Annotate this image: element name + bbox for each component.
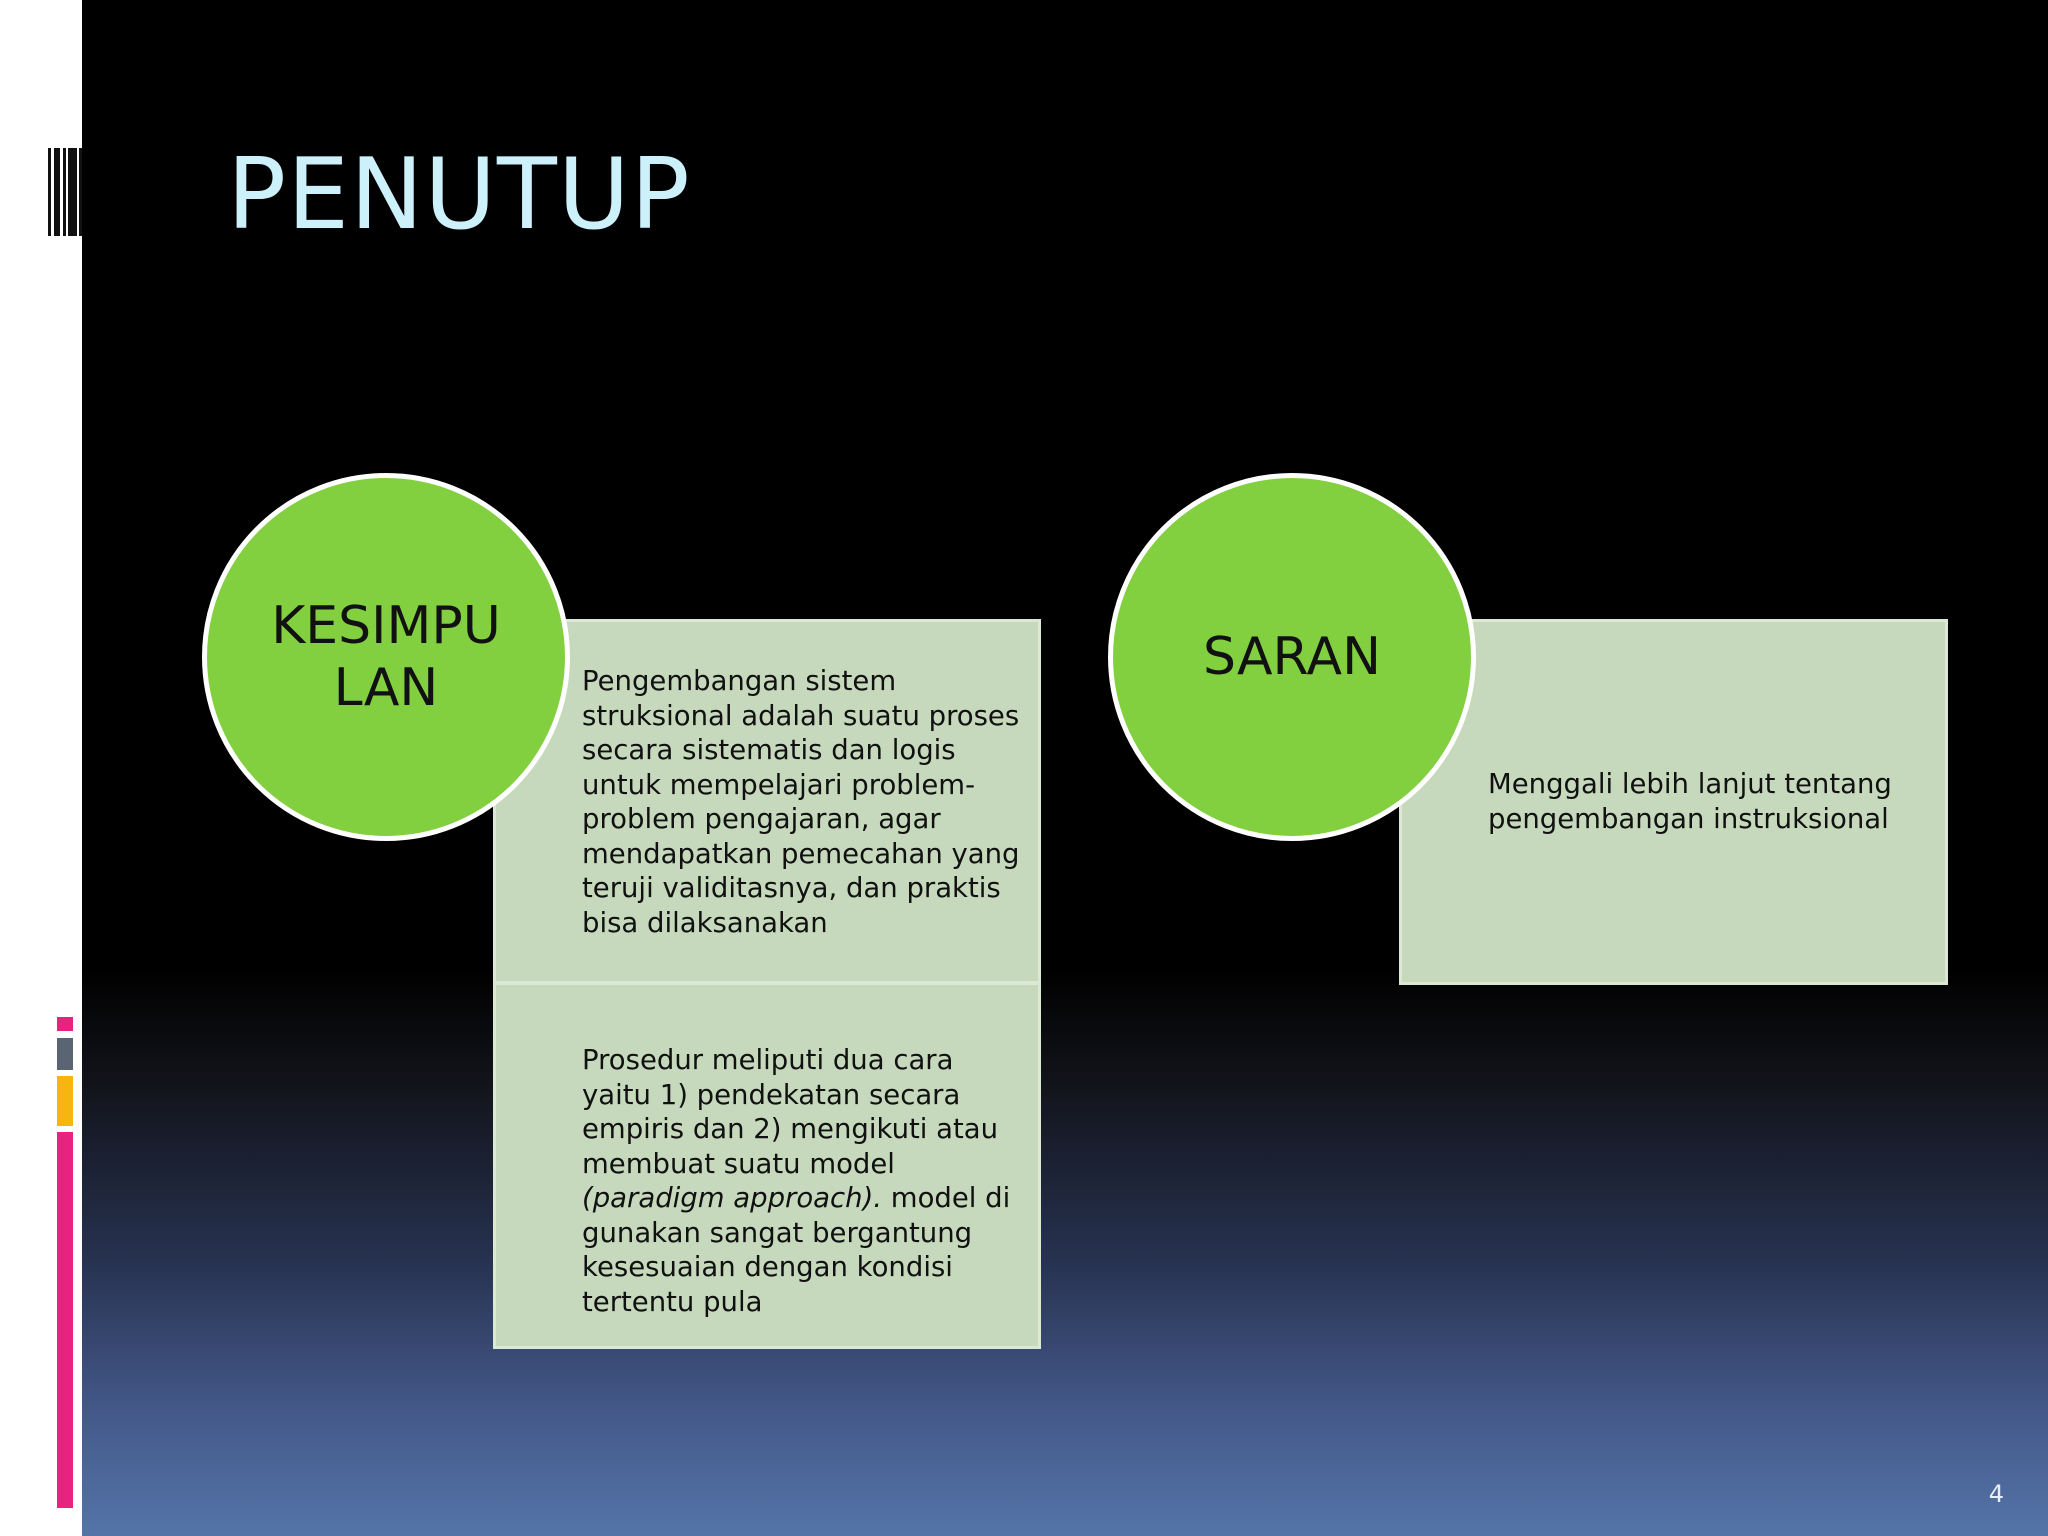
accent-bar-yellow	[57, 1076, 73, 1126]
kesimpulan-label: KESIMPU LAN	[271, 596, 501, 718]
accent-bar-gray	[57, 1038, 73, 1070]
accent-bar-pink-small	[57, 1017, 73, 1031]
kesimpulan-box-2-text-italic: (paradigm approach).	[582, 1182, 883, 1214]
kesimpulan-circle: KESIMPU LAN	[202, 473, 570, 841]
saran-label: SARAN	[1202, 627, 1382, 687]
kesimpulan-box-2-text-part1: Prosedur meliputi dua cara yaitu 1) pend…	[582, 1044, 999, 1180]
accent-bar-pink-large	[57, 1132, 73, 1508]
left-decoration-strip	[0, 0, 93, 1536]
page-number: 4	[1988, 1480, 2004, 1508]
kesimpulan-box-2-text-part2: model di gunakan sangat bergantung keses…	[582, 1182, 1011, 1318]
slide-title: PENUTUP	[227, 138, 691, 252]
saran-box-text: Menggali lebih lanjut tentang pengembang…	[1488, 768, 1892, 835]
slide-canvas: PENUTUP KESIMPU LAN Pengembangan sistem …	[82, 0, 2048, 1536]
kesimpulan-box-2	[493, 982, 1041, 1349]
kesimpulan-box-1-text: Pengembangan sistem struksional adalah s…	[582, 665, 1020, 939]
saran-box	[1399, 619, 1948, 985]
kesimpulan-box-1	[493, 619, 1041, 984]
saran-circle: SARAN	[1108, 473, 1476, 841]
kesimpulan-box-2-text: Prosedur meliputi dua cara yaitu 1) pend…	[582, 1043, 1030, 1319]
